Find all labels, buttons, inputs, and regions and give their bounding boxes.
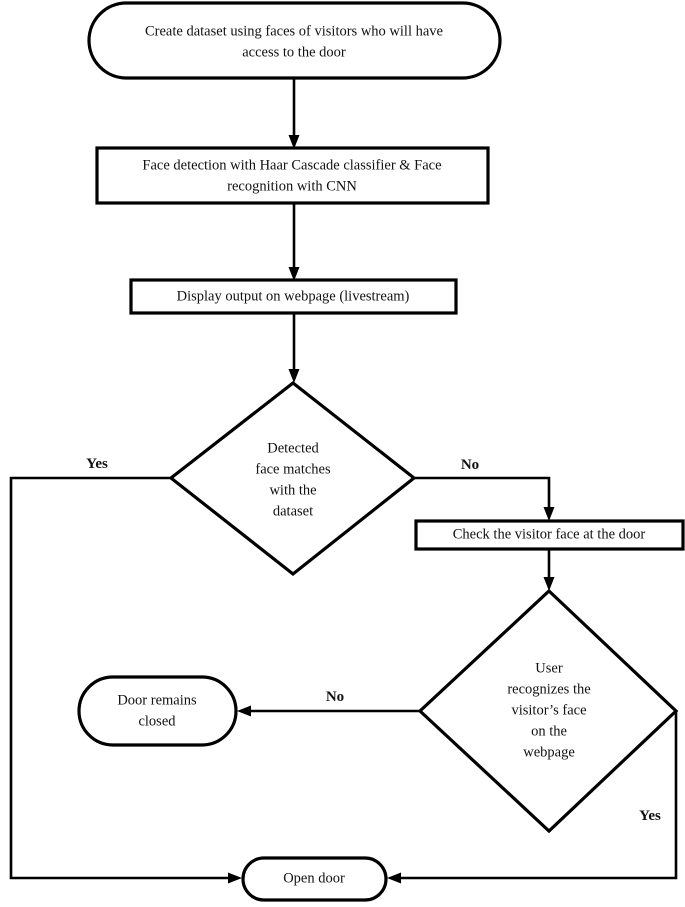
create-dataset-label-line1: Create dataset using faces of visitors w… [145, 23, 443, 39]
decision-user-recognizes-label-line2: recognizes the [507, 681, 590, 697]
create-dataset-shape[interactable] [87, 1, 502, 80]
edge-label-match-yes: Yes [86, 456, 108, 472]
arrow-head-icon [288, 135, 300, 149]
check-visitor-face-shape[interactable] [414, 519, 685, 551]
node-open-door[interactable]: Open door [241, 856, 388, 902]
node-check-visitor-face[interactable]: Check the visitor face at the door [414, 519, 685, 551]
decision-face-matches-label-line1: Detected [267, 440, 319, 456]
decision-face-matches-label-line3: with the [269, 482, 316, 498]
edge-label-recognize-no: No [326, 689, 344, 705]
node-decision-user-recognizes[interactable]: User recognizes the visitor’s face on th… [417, 588, 679, 834]
decision-face-matches-shape[interactable] [168, 380, 417, 577]
edge-face-detection-to-display-output [288, 203, 300, 281]
edge-create-dataset-to-face-detection [288, 78, 300, 149]
edge-decision-recognize-no-to-door-closed [237, 705, 420, 717]
face-detection-label-line1: Face detection with Haar Cascade classif… [142, 157, 441, 173]
node-face-detection[interactable]: Face detection with Haar Cascade classif… [95, 146, 490, 205]
arrow-head-icon [543, 507, 555, 521]
door-remains-closed-label-line1: Door remains [117, 692, 197, 708]
door-remains-closed-label-line2: closed [138, 713, 176, 729]
create-dataset-label-line2: access to the door [242, 44, 346, 60]
node-create-dataset[interactable]: Create dataset using faces of visitors w… [87, 1, 502, 80]
check-visitor-face-label: Check the visitor face at the door [453, 526, 646, 542]
decision-user-recognizes-label-line5: webpage [523, 744, 575, 760]
edge-decision-recognize-yes-to-open-door [387, 711, 678, 884]
face-detection-shape[interactable] [95, 146, 490, 205]
decision-user-recognizes-label-line1: User [535, 660, 563, 676]
edge-label-match-no: No [461, 457, 479, 473]
edge-decision-match-yes-to-open-door [9, 476, 242, 884]
display-output-shape[interactable] [129, 278, 458, 315]
edge-decision-match-no-to-check-visitor [414, 476, 555, 521]
display-output-label: Display output on webpage (livestream) [177, 288, 410, 304]
node-door-remains-closed[interactable]: Door remains closed [77, 675, 238, 747]
edge-check-visitor-to-decision-recognize [543, 548, 555, 591]
face-detection-label-line2: recognition with CNN [227, 178, 357, 194]
door-remains-closed-shape[interactable] [77, 675, 238, 747]
decision-face-matches-label-line4: dataset [273, 503, 313, 519]
arrow-head-icon [543, 577, 555, 591]
decision-face-matches-label-line2: face matches [255, 461, 331, 477]
edge-display-output-to-decision-match [288, 313, 300, 383]
decision-user-recognizes-shape[interactable] [417, 588, 679, 834]
arrow-head-icon [228, 872, 242, 884]
arrow-head-icon [288, 369, 300, 383]
arrow-head-icon [237, 705, 251, 717]
arrow-head-icon [387, 872, 401, 884]
arrow-head-icon [288, 267, 300, 281]
open-door-label: Open door [283, 870, 345, 886]
node-decision-face-matches[interactable]: Detected face matches with the dataset [168, 380, 417, 577]
edge-label-recognize-yes: Yes [639, 808, 661, 824]
open-door-shape[interactable] [241, 856, 388, 902]
decision-user-recognizes-label-line3: visitor’s face [511, 702, 586, 718]
node-display-output[interactable]: Display output on webpage (livestream) [129, 278, 458, 315]
decision-user-recognizes-label-line4: on the [531, 723, 567, 739]
